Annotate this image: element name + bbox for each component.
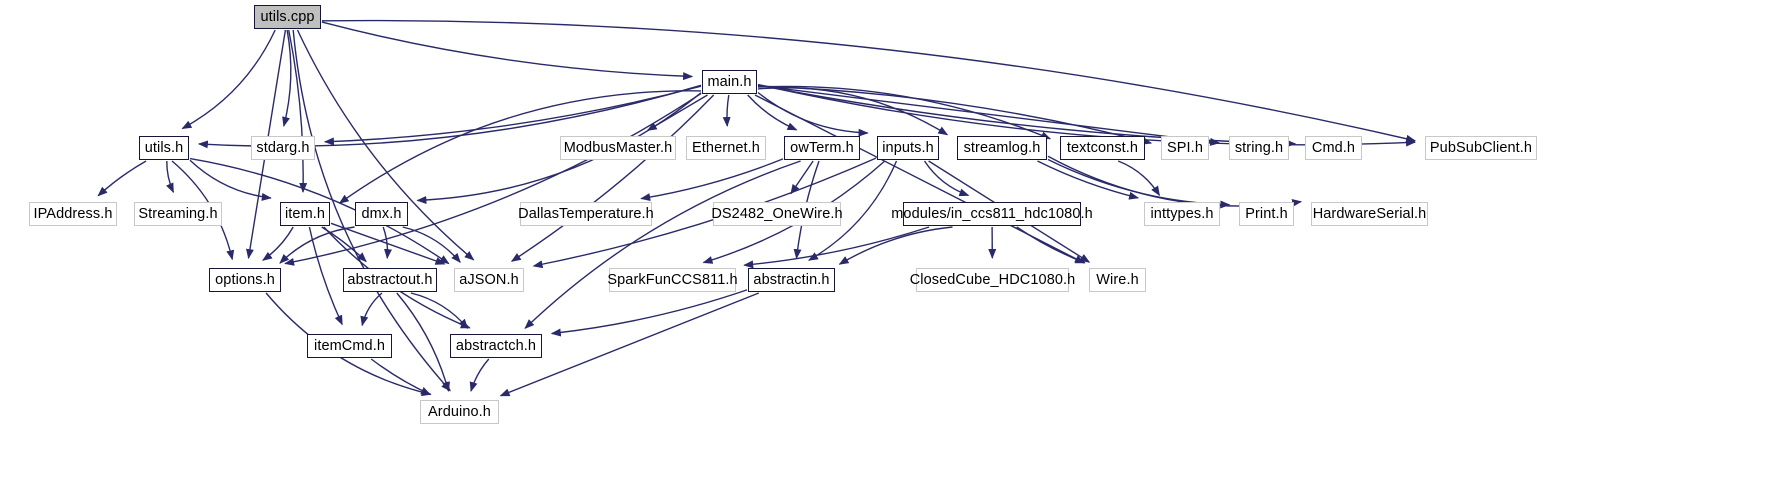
graph-edge-inputs-h-to-in-ccs811-hdc1080-h: [923, 160, 970, 197]
graph-edge-abstractin-h-to-abstractch-h: [550, 289, 748, 337]
graph-edge-utils-cpp-to-ajson-h: [296, 29, 475, 261]
graph-edge-main-h-to-item-h: [338, 90, 702, 204]
graph-node-inttypes-h: inttypes.h: [1144, 202, 1220, 226]
graph-edge-inputs-h-to-abstractin-h: [808, 160, 898, 261]
graph-node-dmx-h[interactable]: dmx.h: [355, 202, 408, 226]
graph-node-itemcmd-h[interactable]: itemCmd.h: [307, 334, 392, 358]
graph-edge-main-h-to-spi-h: [757, 85, 1153, 145]
graph-node-string-h: string.h: [1229, 136, 1289, 160]
graph-edge-dmx-h-to-abstractout-h: [382, 226, 392, 260]
graph-edge-utils-h-to-ipaddress-h: [97, 160, 147, 197]
graph-node-in-ccs811-hdc1080-h[interactable]: modules/in_ccs811_hdc1080.h: [891, 202, 1093, 226]
graph-edge-dmx-h-to-ajson-h: [402, 226, 461, 264]
graph-node-pubsubclient-h: PubSubClient.h: [1425, 136, 1537, 160]
graph-edge-main-h-to-dmx-h: [416, 92, 702, 204]
graph-edge-streamlog-h-to-print-h: [1047, 158, 1231, 209]
graph-edge-main-h-to-string-h: [757, 84, 1221, 146]
graph-node-stdarg-h: stdarg.h: [251, 136, 315, 160]
graph-edge-abstractout-h-to-abstractch-h: [410, 292, 469, 329]
graph-node-dallastemperature-h: DallasTemperature.h: [518, 202, 654, 226]
graph-edge-in-ccs811-hdc1080-h-to-abstractin-h: [838, 226, 953, 265]
graph-node-textconst-h[interactable]: textconst.h: [1060, 136, 1145, 160]
graph-node-ethernet-h: Ethernet.h: [686, 136, 766, 160]
graph-edge-main-h-to-options-h: [284, 93, 702, 266]
graph-edge-main-h-to-wire-h: [754, 94, 1085, 264]
graph-edge-utils-cpp-to-arduino-h: [292, 29, 451, 392]
graph-edge-utils-cpp-to-pubsubclient-h: [321, 19, 1417, 143]
graph-edge-utils-h-to-item-h: [189, 159, 272, 201]
graph-edge-inputs-h-to-ajson-h: [532, 157, 877, 269]
graph-node-sparkfunccs811-h: SparkFunCCS811.h: [607, 268, 738, 292]
graph-edge-in-ccs811-hdc1080-h-to-sparkfunccs811-h: [743, 226, 930, 269]
graph-node-cmd-h: Cmd.h: [1305, 136, 1362, 160]
graph-node-abstractch-h[interactable]: abstractch.h: [450, 334, 542, 358]
graph-edge-abstractin-h-to-arduino-h: [499, 292, 760, 397]
graph-edge-utils-h-to-ajson-h: [189, 157, 450, 265]
graph-node-print-h: Print.h: [1239, 202, 1294, 226]
graph-edge-owterm-h-to-ds2482-onewire-h: [790, 160, 814, 195]
graph-edge-streamlog-h-to-inttypes-h: [1037, 160, 1140, 200]
graph-node-item-h[interactable]: item.h: [280, 202, 330, 226]
graph-node-ajson-h: aJSON.h: [454, 268, 524, 292]
graph-node-inputs-h[interactable]: inputs.h: [877, 136, 939, 160]
graph-edge-main-h-to-owterm-h: [747, 94, 798, 131]
graph-edge-textconst-h-to-inttypes-h: [1117, 160, 1160, 197]
graph-edge-abstractch-h-to-arduino-h: [469, 358, 490, 393]
graph-edge-itemcmd-h-to-arduino-h: [370, 358, 432, 396]
graph-edge-utils-cpp-to-stdarg-h: [282, 29, 292, 127]
graph-edge-main-h-to-stdarg-h: [323, 85, 702, 146]
graph-edge-item-h-to-options-h: [262, 226, 294, 261]
graph-node-streaming-h: Streaming.h: [134, 202, 222, 226]
graph-node-abstractout-h[interactable]: abstractout.h: [343, 268, 437, 292]
graph-edge-utils-cpp-to-main-h: [321, 21, 694, 81]
graph-edge-abstractout-h-to-itemcmd-h: [360, 292, 383, 327]
graph-node-utils-h[interactable]: utils.h: [139, 136, 189, 160]
graph-edge-dmx-h-to-options-h: [279, 226, 355, 264]
graph-node-arduino-h: Arduino.h: [420, 400, 499, 424]
graph-edge-item-h-to-itemcmd-h: [308, 226, 343, 326]
graph-node-spi-h: SPI.h: [1161, 136, 1209, 160]
graph-edge-streamlog-h-to-hardwareserial-h: [1047, 155, 1303, 207]
graph-edge-utils-h-to-streaming-h: [166, 160, 175, 194]
graph-edge-main-h-to-inputs-h: [757, 91, 869, 137]
graph-node-hardwareserial-h: HardwareSerial.h: [1311, 202, 1428, 226]
graph-node-modbusmaster-h: ModbusMaster.h: [560, 136, 676, 160]
graph-edge-main-h-to-ethernet-h: [722, 94, 731, 127]
graph-edge-owterm-h-to-dallastemperature-h: [640, 158, 784, 202]
graph-node-main-h[interactable]: main.h: [702, 70, 757, 94]
graph-node-ds2482-onewire-h: DS2482_OneWire.h: [711, 202, 843, 226]
graph-node-ipaddress-h: IPAddress.h: [29, 202, 117, 226]
graph-node-streamlog-h[interactable]: streamlog.h: [957, 136, 1047, 160]
graph-edge-utils-cpp-to-item-h: [288, 29, 308, 193]
graph-node-abstractin-h[interactable]: abstractin.h: [748, 268, 835, 292]
graph-node-closedcube-hdc1080-h: ClosedCube_HDC1080.h: [910, 268, 1075, 292]
graph-edge-owterm-h-to-abstractch-h: [524, 160, 801, 329]
graph-edge-main-h-to-ajson-h: [510, 94, 715, 262]
graph-node-utils-cpp[interactable]: utils.cpp: [254, 5, 321, 29]
graph-node-wire-h: Wire.h: [1089, 268, 1146, 292]
graph-edge-main-h-to-streamlog-h: [757, 87, 949, 136]
graph-edge-in-ccs811-hdc1080-h-to-wire-h: [1016, 226, 1086, 264]
graph-edge-main-h-to-cmd-h: [757, 84, 1297, 148]
graph-node-options-h[interactable]: options.h: [209, 268, 281, 292]
graph-edge-abstractout-h-to-arduino-h: [396, 292, 450, 392]
graph-node-owterm-h[interactable]: owTerm.h: [784, 136, 860, 160]
graph-edge-utils-cpp-to-utils-h: [181, 29, 276, 130]
graph-edge-item-h-to-ajson-h: [330, 222, 446, 265]
